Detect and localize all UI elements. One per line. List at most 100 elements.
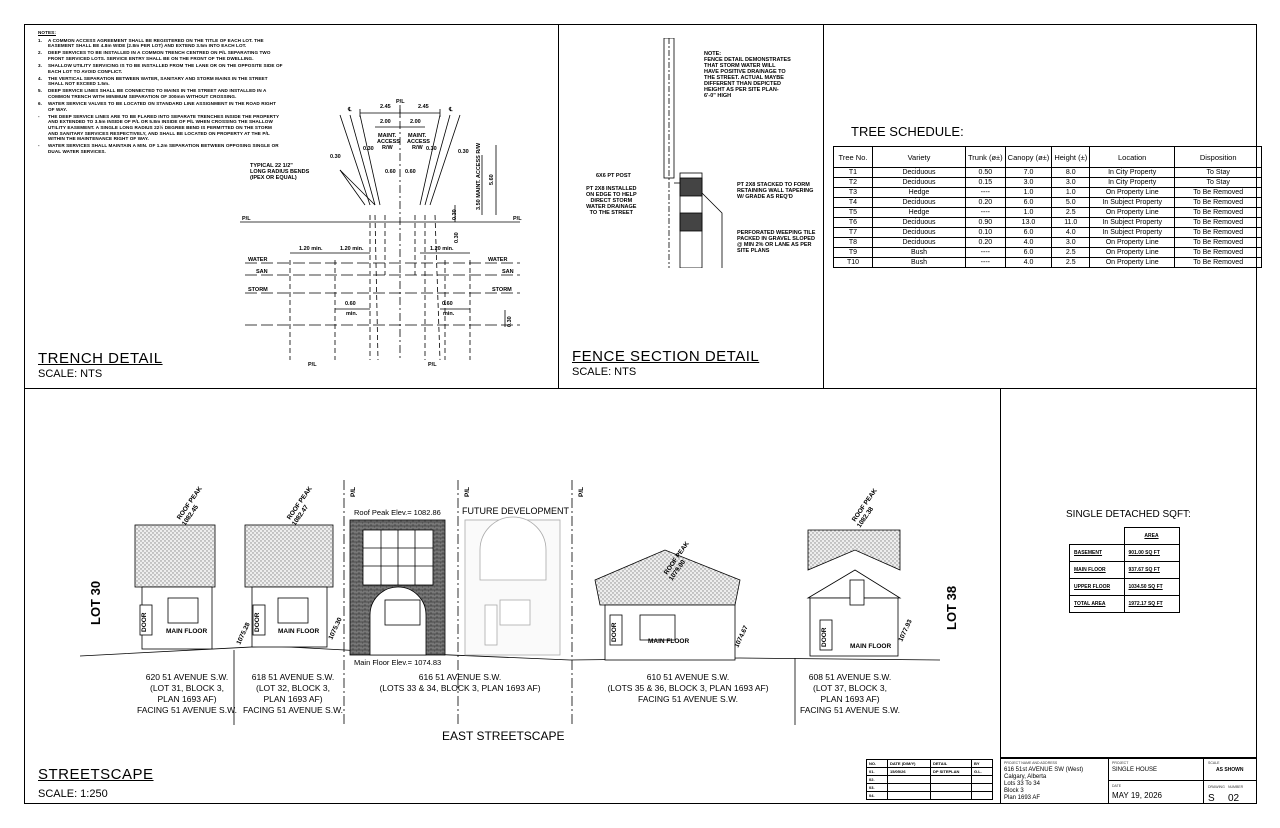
dim-120-c: 1.20 min. (430, 246, 454, 252)
dim-030-d: 0.30 (458, 149, 469, 155)
dim-245-right: 2.45 (418, 104, 429, 110)
pl-bottom-right: P/L (428, 362, 437, 368)
dim-030-a: 0.30 (330, 154, 341, 160)
trench-detail-title: TRENCH DETAIL (38, 350, 163, 367)
note-item: 4.THE VERTICAL SEPARATION BETWEEN WATER,… (38, 75, 268, 87)
note-item: 1.A COMMON ACCESS AGREEMENT SHALL BE REG… (38, 37, 264, 49)
door-label-2: DOOR (254, 612, 261, 632)
roof-peak-elev: Roof Peak Elev.= 1082.86 (354, 508, 441, 517)
address-608: 608 51 AVENUE S.W.(LOT 37, BLOCK 3,PLAN … (800, 672, 900, 715)
water-left: WATER (248, 257, 267, 263)
dim-min-c: min. (346, 311, 358, 317)
address-620: 620 51 AVENUE S.W.(LOT 31, BLOCK 3,PLAN … (137, 672, 237, 715)
dim-120-a: 1.20 min. (299, 246, 323, 252)
dim-060-b: 0.60 (405, 169, 416, 175)
grade-value-2: 1075.30 (327, 616, 343, 641)
tree-schedule-table: Tree No. Variety Trunk (ø±) Canopy (ø±) … (833, 146, 1263, 268)
streetscape-title: STREETSCAPE (38, 766, 154, 783)
project-address: PROJECT NAME AND ADDRESS 616 51st AVENUE… (1004, 761, 1084, 801)
note-item: 3.SHALLOW UTILITY SERVICING IS TO BE INS… (38, 62, 283, 74)
maint-left-2: ACCESS (377, 139, 400, 145)
main-floor-label-4: MAIN FLOOR (850, 643, 891, 650)
note-item: -WATER SERVICES SHALL MAINTAIN A MIN. OF… (38, 143, 279, 154)
dim-060-d: 0.60 (442, 301, 453, 307)
future-development-label: FUTURE DEVELOPMENT (462, 506, 570, 516)
dim-030-g: 0.30 (507, 316, 513, 327)
pl-bottom-left: P/L (308, 362, 317, 368)
streetscape-scale: SCALE: 1:250 (38, 788, 108, 800)
san-left: SAN (256, 269, 268, 275)
address-610: 610 51 AVENUE S.W.(LOTS 35 & 36, BLOCK 3… (607, 672, 769, 704)
dim-245-left: 2.45 (380, 104, 391, 110)
san-right: SAN (502, 269, 514, 275)
fence-post-label: 6X6 PT POST (596, 173, 631, 179)
grade-value-3: 1074.67 (733, 624, 749, 649)
dim-560: 5.60 (489, 174, 495, 185)
maint-right-1: MAINT. (408, 133, 427, 139)
address-618: 618 51 AVENUE S.W.(LOT 32, BLOCK 3,PLAN … (243, 672, 343, 715)
fence-drawing (663, 38, 723, 268)
pl-left: P/L (242, 216, 251, 222)
dim-030-c: 0.30 (426, 146, 437, 152)
typical-note-3: (IPEX OR EQUAL) (250, 175, 297, 181)
centerline-right: ℄ (448, 106, 453, 113)
dim-030-e: 0.30 (452, 209, 458, 220)
dim-060-c: 0.60 (345, 301, 356, 307)
dim-120-b: 1.20 min. (340, 246, 364, 252)
table-header-row: Tree No. Variety Trunk (ø±) Canopy (ø±) … (833, 146, 1263, 168)
pl-top: P/L (396, 99, 405, 105)
sqft-title: SINGLE DETACHED SQFT: (1066, 509, 1191, 520)
notes-block: NOTES: 1.A COMMON ACCESS AGREEMENT SHALL… (38, 30, 283, 156)
note-item: 2.DEEP SERVICES TO BE INSTALLED IN A COM… (38, 50, 271, 61)
centerline-left: ℄ (347, 106, 352, 113)
storm-right: STORM (492, 287, 512, 293)
door-label-4: DOOR (821, 627, 828, 647)
maint-side-label: 3.50 MAINT. ACCESS R/W (476, 142, 482, 210)
main-floor-label-3: MAIN FLOOR (648, 638, 689, 645)
table-header-row: NO. DATE (D/M/Y) DETAIL BY (866, 759, 993, 768)
grade-value-4: 1077.93 (897, 618, 913, 643)
note-item: -THE DEEP SERVICE LINES ARE TO BE FLARED… (38, 113, 280, 142)
main-floor-label-1: MAIN FLOOR (166, 628, 207, 635)
pl-right: P/L (513, 216, 522, 222)
pl-label-1: P/L (350, 487, 357, 497)
pl-label-2: P/L (464, 487, 471, 497)
water-right: WATER (488, 257, 507, 263)
note-item: 6.WATER SERVICE VALVES TO BE LOCATED ON … (38, 101, 276, 112)
fence-detail-scale: SCALE: NTS (572, 366, 637, 378)
dim-060-a: 0.60 (385, 169, 396, 175)
maint-left-1: MAINT. (378, 133, 397, 139)
maint-left-3: R/W (382, 145, 394, 151)
dim-min-d: min. (443, 311, 455, 317)
table-row: 03. (866, 783, 993, 792)
typical-note-2: LONG RADIUS BENDS (250, 169, 310, 175)
trench-detail-scale: SCALE: NTS (38, 368, 103, 380)
pl-label-3: P/L (578, 487, 585, 497)
dim-200-left: 2.00 (380, 119, 391, 125)
note-item: 5.DEEP SERVICE LINES SHALL BE CONNECTED … (38, 88, 267, 99)
storm-left: STORM (248, 287, 268, 293)
table-row: 04. (866, 791, 993, 800)
main-floor-label-2: MAIN FLOOR (278, 628, 319, 635)
